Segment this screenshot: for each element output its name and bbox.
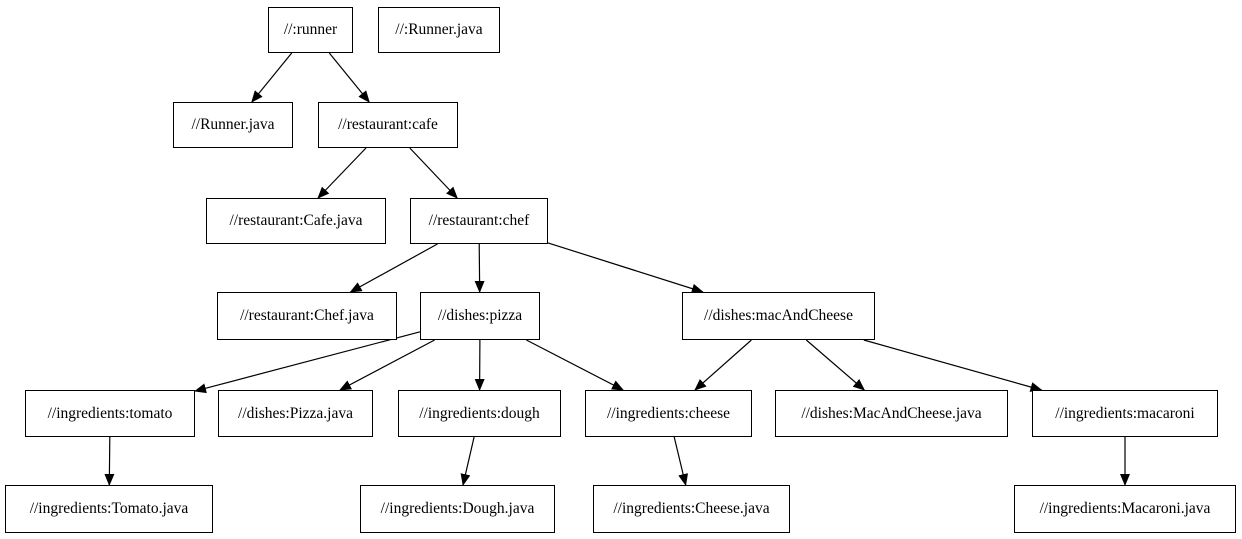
graph-edge-chef-to-mac-and-cheese xyxy=(547,242,704,294)
graph-node-tomato: //ingredients:tomato xyxy=(25,390,195,437)
graph-node-cheese-java: //ingredients:Cheese.java xyxy=(593,485,790,533)
graph-node-macaroni-java: //ingredients:Macaroni.java xyxy=(1014,485,1236,533)
graph-edge-tomato-to-tomato-java xyxy=(104,436,115,486)
graph-edge-cafe-to-chef xyxy=(409,147,458,199)
graph-node-cafe-java: //restaurant:Cafe.java xyxy=(206,198,386,244)
graph-node-macaroni: //ingredients:macaroni xyxy=(1032,390,1218,437)
graph-edge-runner-to-cafe xyxy=(328,52,370,103)
graph-node-runner: //:runner xyxy=(268,7,353,53)
graph-node-tomato-java: //ingredients:Tomato.java xyxy=(5,485,213,533)
graph-edge-chef-to-chef-java xyxy=(349,243,438,293)
graph-edge-pizza-to-pizza-java xyxy=(339,339,435,391)
graph-edge-pizza-to-cheese xyxy=(526,339,624,391)
graph-edge-cafe-to-cafe-java xyxy=(317,147,367,199)
graph-edge-pizza-to-tomato xyxy=(194,331,421,394)
graph-node-dough-java: //ingredients:Dough.java xyxy=(360,485,555,533)
graph-node-mac-and-cheese-java: //dishes:MacAndCheese.java xyxy=(775,390,1008,437)
graph-node-cafe: //restaurant:cafe xyxy=(318,102,458,148)
graph-edge-dough-to-dough-java xyxy=(460,436,475,486)
graph-edge-mac-and-cheese-to-macaroni xyxy=(863,339,1043,392)
graph-node-runner-java: //Runner.java xyxy=(173,102,293,148)
graph-node-chef-java: //restaurant:Chef.java xyxy=(217,292,397,340)
graph-edge-mac-and-cheese-to-cheese xyxy=(694,339,752,391)
graph-edge-chef-to-pizza xyxy=(474,243,485,293)
graph-edge-cheese-to-cheese-java xyxy=(673,436,688,486)
graph-node-mac-and-cheese: //dishes:macAndCheese xyxy=(682,292,875,340)
graph-node-pizza-java: //dishes:Pizza.java xyxy=(218,390,373,437)
graph-node-runner-java-root: //:Runner.java xyxy=(378,7,500,53)
graph-node-dough: //ingredients:dough xyxy=(398,390,561,437)
graph-node-pizza: //dishes:pizza xyxy=(420,292,540,340)
graph-edge-runner-to-runner-java xyxy=(251,52,293,103)
graph-edge-mac-and-cheese-to-mac-and-cheese-java xyxy=(805,339,866,391)
graph-node-chef: //restaurant:chef xyxy=(410,198,548,244)
graph-node-cheese: //ingredients:cheese xyxy=(585,390,752,437)
